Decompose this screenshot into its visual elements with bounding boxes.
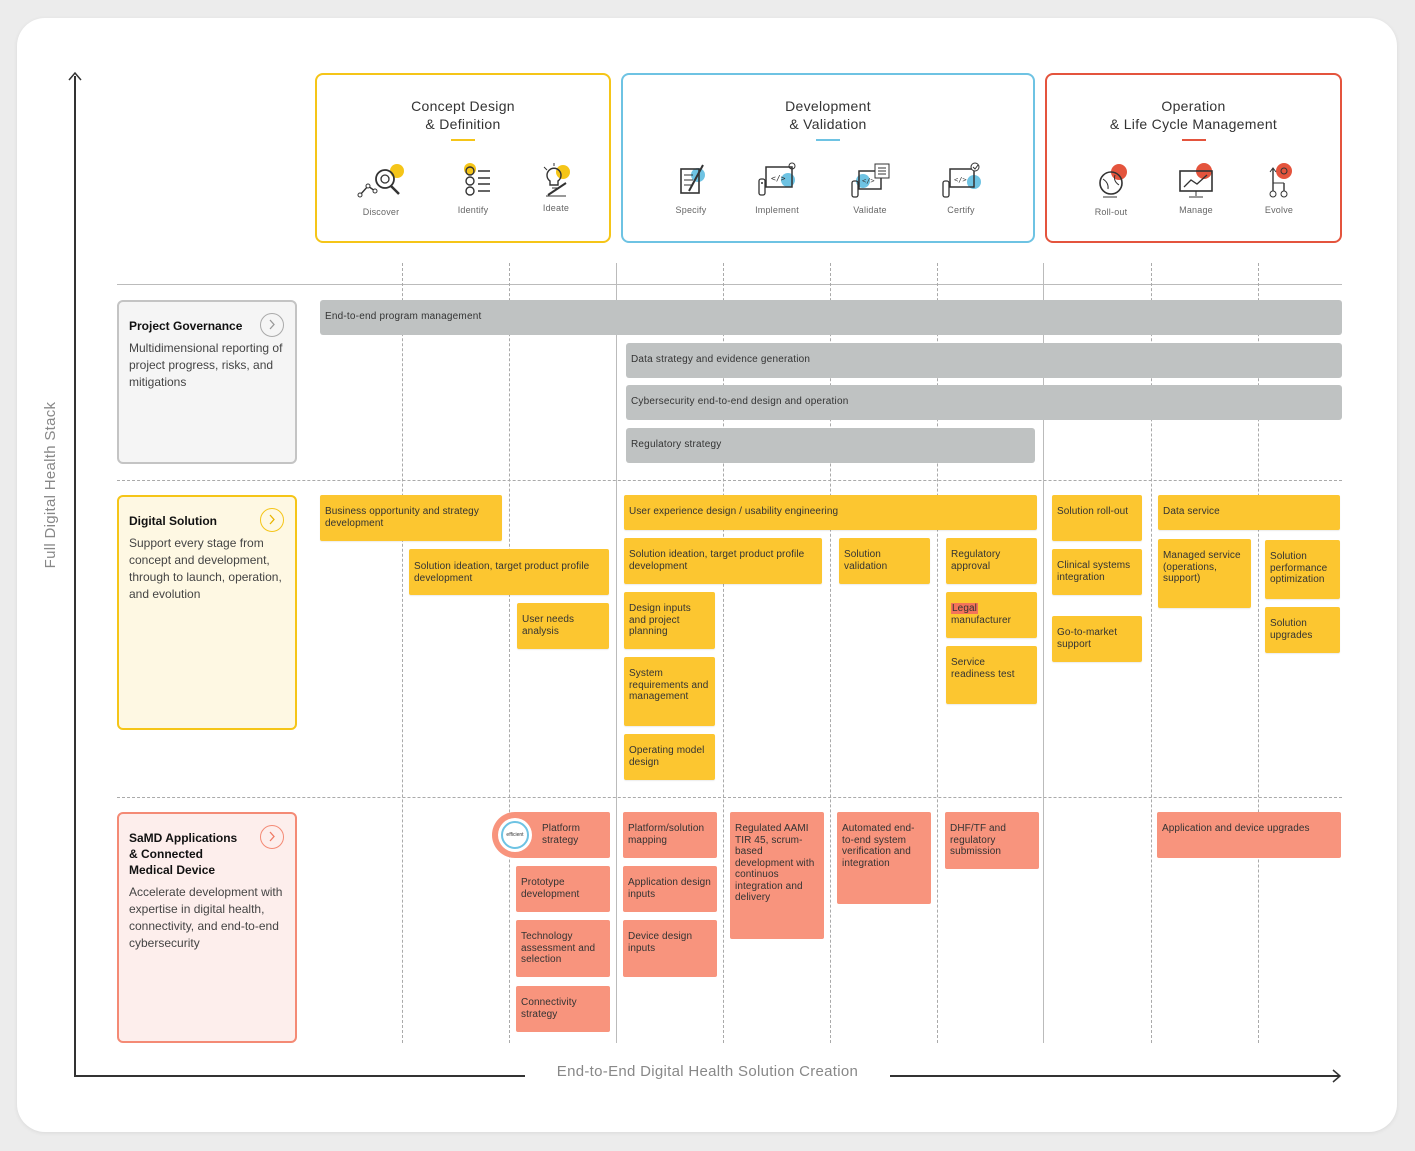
box-regulatory-approval: Regulatory approval: [946, 538, 1037, 584]
box-data-service: Data service: [1158, 495, 1340, 530]
svg-text:</>: </>: [771, 174, 786, 183]
grid-col-6: [1151, 263, 1152, 1043]
phase-accent-bar: [451, 139, 475, 141]
phase-operation-lifecycle: Operation& Life Cycle Management Roll-ou…: [1045, 73, 1342, 243]
box-business-opportunity: Business opportunity and strategy develo…: [320, 495, 502, 541]
row-title: Digital Solution: [129, 514, 217, 528]
bar-regulatory-strategy: Regulatory strategy: [626, 428, 1035, 463]
row-divider-1: [117, 480, 1342, 481]
phase-accent-bar: [816, 139, 840, 141]
box-dhf-submission: DHF/TF and regulatory submission: [945, 812, 1039, 869]
bar-cybersecurity: Cybersecurity end-to-end design and oper…: [626, 385, 1342, 420]
step-evolve: Evolve: [1244, 161, 1314, 215]
globe-arrow-icon: [1099, 164, 1127, 198]
box-solution-rollout: Solution roll-out: [1052, 495, 1142, 541]
code-monitor-checklist-icon: </>: [851, 163, 890, 198]
header-divider: [117, 284, 1342, 285]
step-identify: Identify: [438, 161, 508, 215]
box-device-design: Device design inputs: [623, 920, 717, 977]
phase-separator-1: [616, 263, 617, 1043]
grid-col-1: [402, 263, 403, 1043]
step-ideate: Ideate: [521, 161, 591, 213]
bar-program-management: End-to-end program management: [320, 300, 1342, 335]
phase-title: Operation& Life Cycle Management: [1109, 98, 1278, 132]
box-ux-design: User experience design / usability engin…: [624, 495, 1037, 530]
box-platform-mapping: Platform/solution mapping: [623, 812, 717, 858]
phase-accent-bar: [1181, 139, 1206, 141]
grid-col-5: [937, 263, 938, 1043]
lightbulb-pencil-icon: [543, 163, 570, 197]
bar-data-strategy: Data strategy and evidence generation: [626, 343, 1342, 378]
y-axis-arrow-icon: [68, 71, 82, 81]
step-discover: Discover: [346, 161, 416, 217]
x-axis-label: End-to-End Digital Health Solution Creat…: [525, 1063, 890, 1080]
legal-highlight: Legal: [951, 603, 978, 614]
box-solution-ideation-2: Solution ideation, target product profil…: [624, 538, 822, 584]
row-description: Support every stage from concept and dev…: [129, 536, 282, 601]
svg-text:</>: </>: [862, 177, 875, 185]
grid-col-3: [723, 263, 724, 1043]
code-monitor-gear-icon: </>: [758, 162, 796, 196]
box-go-to-market: Go-to-market support: [1052, 616, 1142, 662]
step-manage: Manage: [1161, 161, 1231, 215]
row-card-digital-solution[interactable]: Digital Solution Support every stage fro…: [117, 495, 297, 730]
manufacturer-text: manufacturer: [951, 614, 1012, 626]
phase-title: Development& Validation: [785, 98, 871, 132]
step-certify: </> Certify: [926, 161, 996, 215]
box-technology-assessment: Technology assessment and selection: [516, 920, 610, 977]
step-specify: Specify: [656, 161, 726, 215]
box-clinical-integration: Clinical systems integration: [1052, 549, 1142, 595]
box-application-design: Application design inputs: [623, 866, 717, 912]
box-prototype: Prototype development: [516, 866, 610, 912]
svg-text:</>: </>: [954, 176, 967, 184]
code-monitor-check-icon: </>: [942, 162, 981, 198]
box-system-requirements: System requirements and management: [624, 657, 715, 726]
monitor-chart-icon: [1179, 163, 1213, 198]
box-application-upgrades: Application and device upgrades: [1157, 812, 1341, 858]
y-axis-label: Full Digital Health Stack: [42, 395, 62, 575]
efficient-badge-label: efficient: [501, 821, 529, 849]
x-axis-arrow-icon: [1332, 1069, 1342, 1083]
y-axis-line: [74, 76, 76, 1076]
box-automated-verification: Automated end-to-end system verification…: [837, 812, 931, 904]
box-user-needs: User needs analysis: [517, 603, 609, 649]
row-card-project-governance[interactable]: Project Governance Multidimensional repo…: [117, 300, 297, 464]
step-validate: </> Validate: [835, 161, 905, 215]
row-description: Multidimensional reporting of project pr…: [129, 341, 283, 389]
chevron-right-icon[interactable]: [260, 313, 284, 337]
phase-development-validation: Development& Validation Specify </> Impl…: [621, 73, 1035, 243]
checklist-icon: [464, 163, 490, 196]
step-implement: </> Implement: [742, 161, 812, 215]
box-operating-model: Operating model design: [624, 734, 715, 780]
grid-col-4: [830, 263, 831, 1043]
grid-col-7: [1258, 263, 1259, 1043]
box-service-readiness: Service readiness test: [946, 646, 1037, 704]
phase-title: Concept Design& Definition: [411, 98, 515, 132]
magnifier-chart-icon: [357, 164, 404, 198]
box-connectivity: Connectivity strategy: [516, 986, 610, 1032]
box-regulated-development: Regulated AAMI TIR 45, scrum-based devel…: [730, 812, 824, 939]
phase-separator-2: [1043, 263, 1044, 1043]
chevron-right-icon[interactable]: [260, 508, 284, 532]
efficient-badge: efficient: [498, 818, 532, 852]
chevron-right-icon[interactable]: [260, 825, 284, 849]
box-design-inputs: Design inputs and project planning: [624, 592, 715, 649]
box-performance-optimization: Solution performance optimization: [1265, 540, 1340, 599]
document-pencil-icon: [680, 164, 705, 194]
box-solution-upgrades: Solution upgrades: [1265, 607, 1340, 653]
row-divider-2: [117, 797, 1342, 798]
row-description: Accelerate development with expertise in…: [129, 885, 283, 950]
box-solution-validation: Solution validation: [839, 538, 930, 584]
phase-concept-design: Concept Design& Definition Discover Iden…: [315, 73, 611, 243]
step-rollout: Roll-out: [1076, 161, 1146, 217]
branch-arrow-icon: [1269, 163, 1292, 198]
row-title: Project Governance: [129, 319, 243, 333]
grid-col-2: [509, 263, 510, 1043]
box-solution-ideation-1: Solution ideation, target product profil…: [409, 549, 609, 595]
box-managed-service: Managed service (operations, support): [1158, 539, 1251, 608]
